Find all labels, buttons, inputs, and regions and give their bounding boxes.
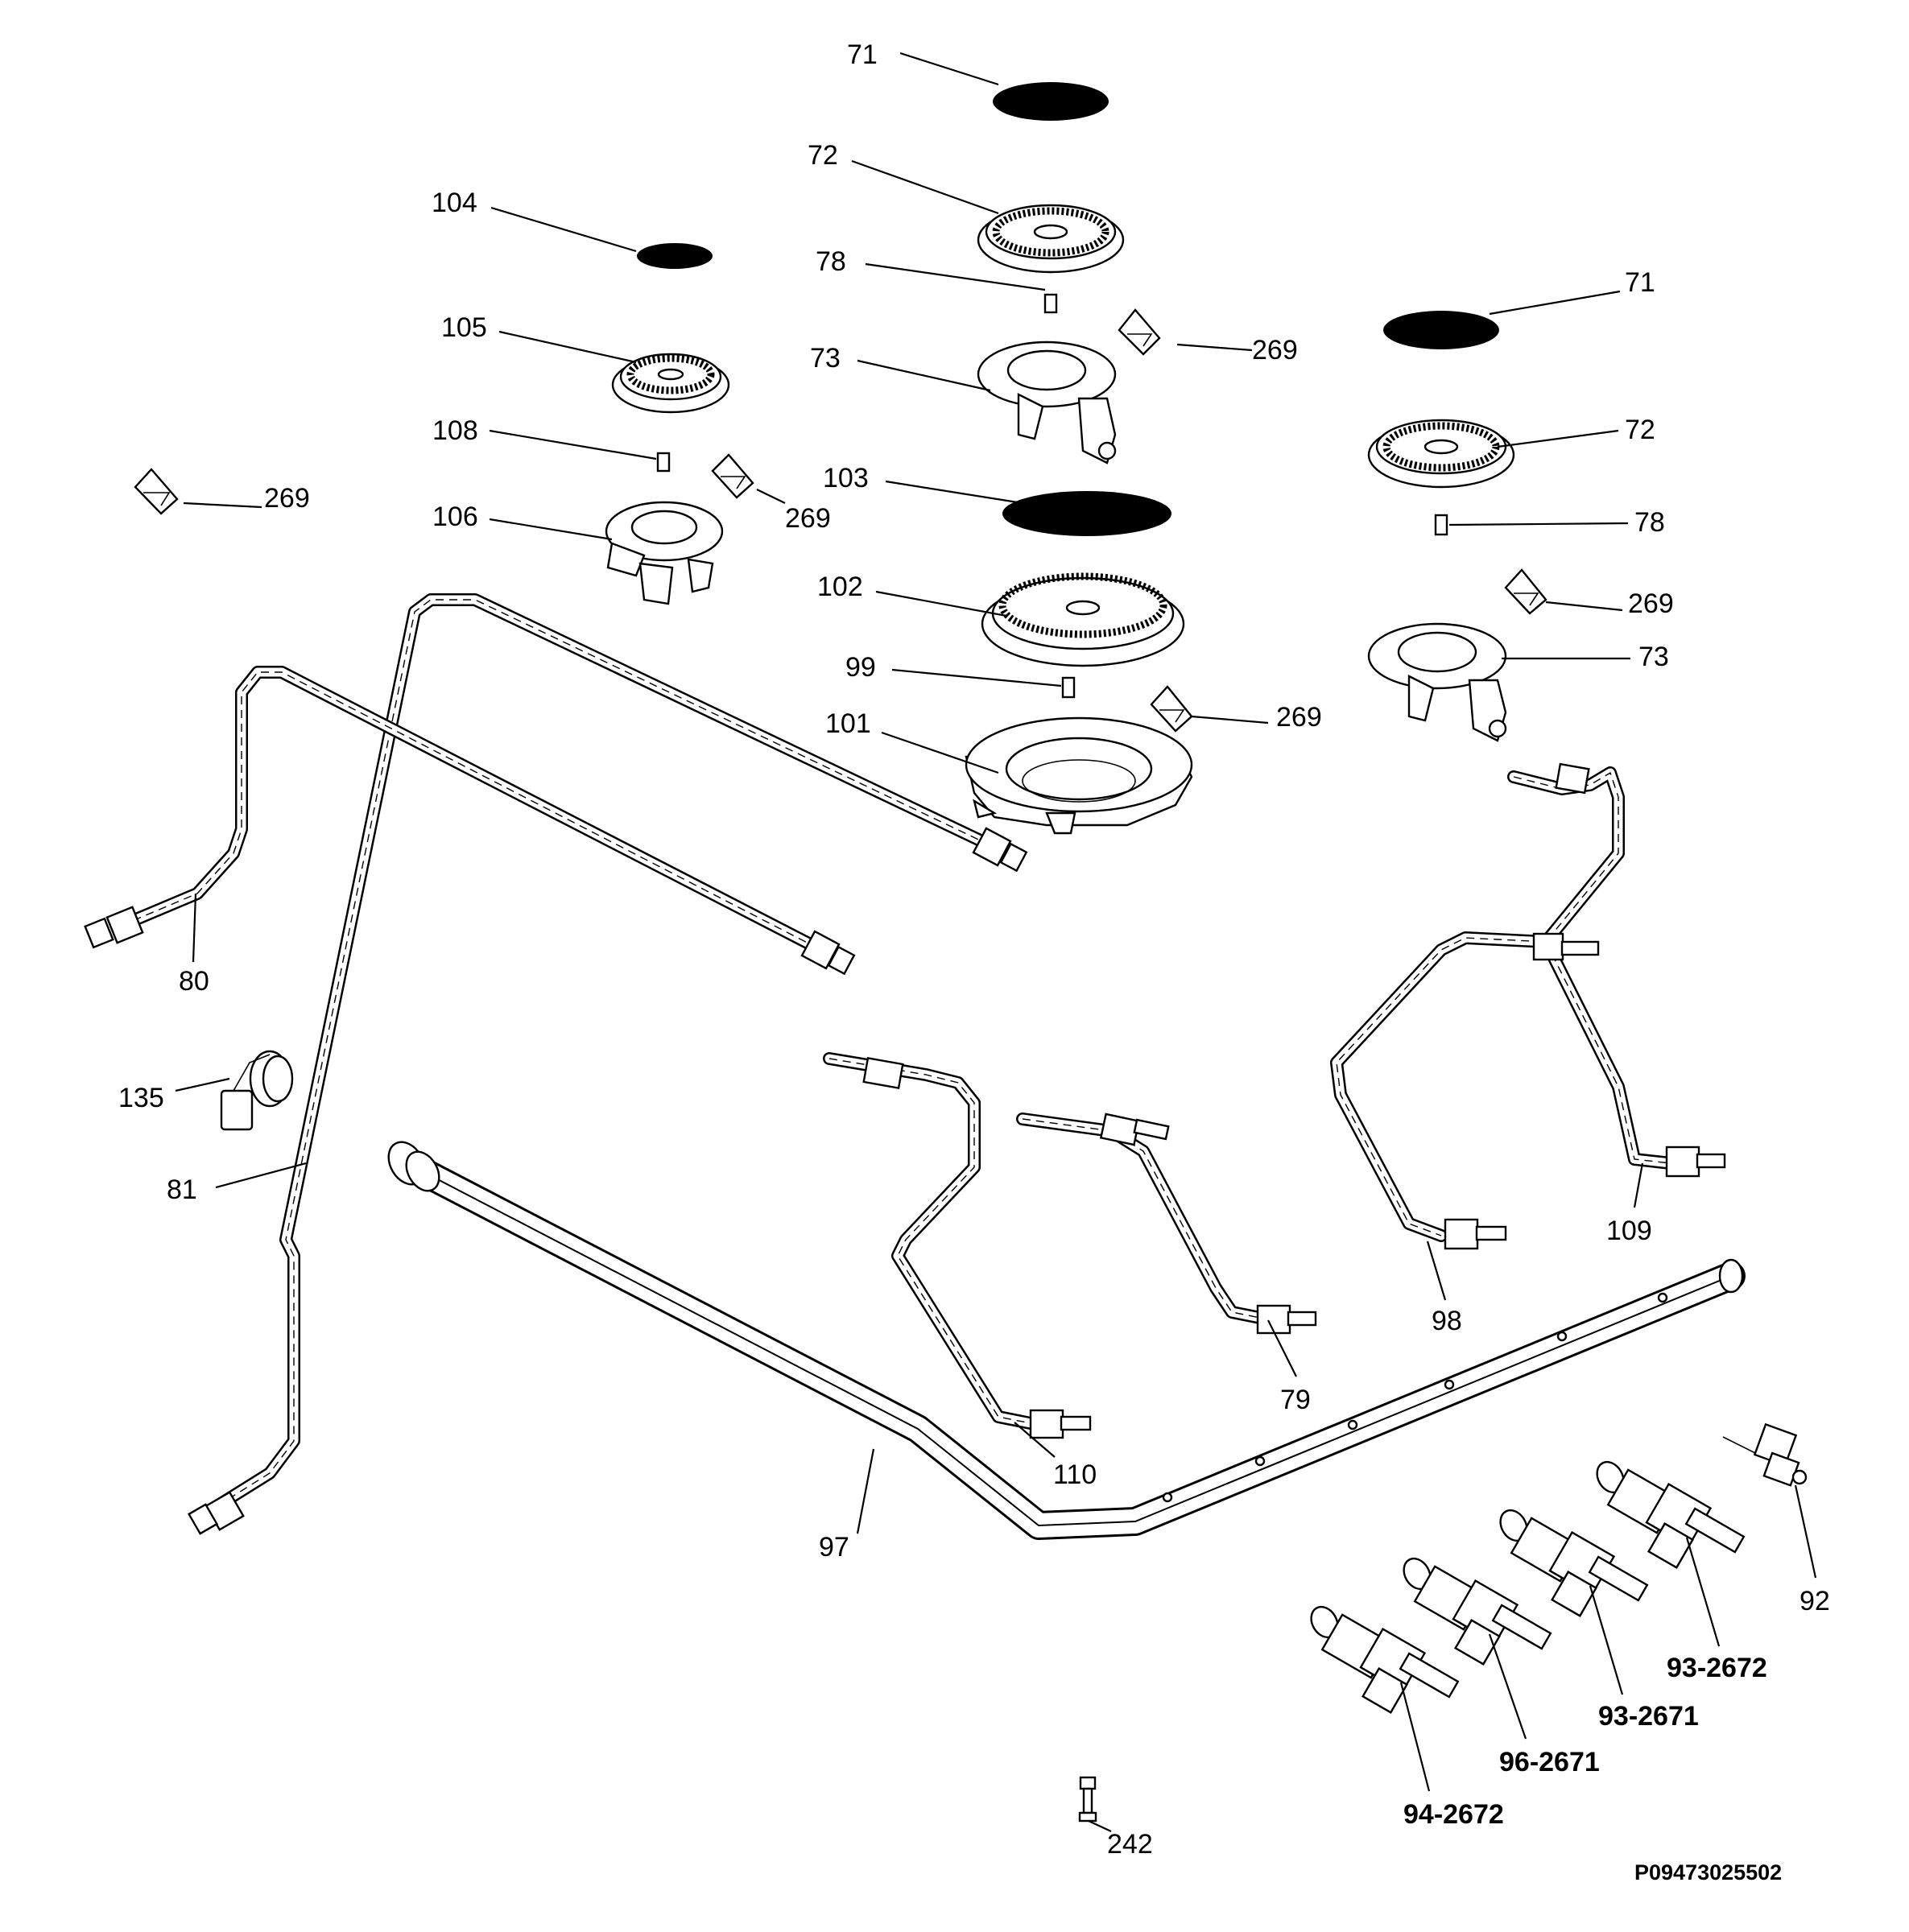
label-269-c: 269 — [264, 483, 310, 514]
burner-base-73-top — [977, 341, 1117, 464]
label-99: 99 — [845, 652, 876, 683]
label-72-top: 72 — [808, 140, 838, 171]
gas-valve-96-2671 — [1403, 1557, 1552, 1666]
label-109: 109 — [1606, 1216, 1652, 1246]
label-97: 97 — [819, 1532, 849, 1563]
label-80: 80 — [179, 966, 209, 997]
gas-pipe-110 — [823, 1052, 1092, 1439]
burner-cap-71-top — [993, 82, 1109, 121]
leader-lines — [175, 52, 1817, 1832]
burner-cap-104 — [637, 243, 713, 269]
label-106: 106 — [432, 502, 478, 532]
label-92: 92 — [1800, 1586, 1830, 1616]
label-269-d: 269 — [1628, 588, 1674, 619]
bracket-269-d — [1504, 568, 1547, 615]
label-103: 103 — [823, 463, 869, 493]
bracket-269-c — [134, 468, 179, 515]
label-96-2671: 96-2671 — [1499, 1747, 1600, 1777]
label-72-right: 72 — [1625, 415, 1655, 445]
gas-valve-94-2672 — [1310, 1605, 1460, 1714]
burner-crown-72-top — [977, 204, 1125, 274]
label-79: 79 — [1280, 1385, 1311, 1415]
burner-base-101 — [965, 716, 1193, 835]
bracket-269-a — [1118, 308, 1161, 356]
injector-99 — [1061, 676, 1076, 699]
gas-pipe-80 — [84, 666, 856, 976]
part-labels: 71 72 104 78 269 105 73 71 108 269 72 10… — [118, 39, 1830, 1885]
injector-78-right — [1434, 514, 1448, 536]
gas-pipe-79 — [1016, 1113, 1317, 1335]
label-101: 101 — [825, 708, 871, 739]
injector-108 — [656, 452, 671, 473]
burner-base-106 — [605, 501, 724, 605]
label-78-right: 78 — [1634, 507, 1665, 538]
label-135: 135 — [118, 1083, 164, 1113]
label-108: 108 — [432, 415, 478, 446]
label-269-e: 269 — [1276, 702, 1322, 733]
gas-valve-93-2672 — [1596, 1460, 1746, 1569]
label-94-2672: 94-2672 — [1403, 1799, 1504, 1830]
burner-crown-72-right — [1367, 419, 1515, 489]
burner-crown-105 — [611, 353, 730, 414]
bracket-269-e — [1150, 685, 1193, 733]
gas-valve-93-2671 — [1499, 1509, 1649, 1617]
label-110: 110 — [1053, 1459, 1097, 1490]
label-269-a: 269 — [1252, 335, 1298, 365]
label-102: 102 — [817, 572, 863, 602]
label-71-top: 71 — [847, 39, 878, 70]
label-269-b: 269 — [785, 503, 831, 534]
label-73-right: 73 — [1638, 642, 1669, 672]
label-81: 81 — [167, 1174, 197, 1205]
label-93-2672: 93-2672 — [1667, 1653, 1767, 1683]
bracket-269-b — [711, 453, 754, 499]
burner-cap-71-right — [1383, 311, 1499, 349]
burner-crown-102 — [981, 572, 1185, 667]
label-104: 104 — [432, 188, 477, 218]
label-242: 242 — [1107, 1829, 1153, 1860]
injector-78-top — [1043, 293, 1058, 314]
label-73-top: 73 — [810, 343, 841, 374]
ignition-part-92 — [1722, 1422, 1808, 1487]
gas-pipe-109 — [1532, 932, 1726, 1178]
burner-base-73-right — [1367, 622, 1507, 742]
label-78-top: 78 — [816, 246, 846, 277]
label-98: 98 — [1432, 1306, 1462, 1336]
elbow-fitting-135 — [220, 1050, 294, 1131]
label-71-right: 71 — [1625, 267, 1655, 298]
label-105: 105 — [441, 312, 487, 343]
label-93-2671: 93-2671 — [1598, 1701, 1699, 1732]
gas-pipe-81 — [187, 593, 1028, 1535]
drawing-code: P09473025502 — [1634, 1860, 1782, 1885]
injector-242 — [1078, 1776, 1097, 1823]
burner-cap-103 — [1002, 491, 1171, 536]
gas-manifold-97 — [387, 1141, 1746, 1540]
